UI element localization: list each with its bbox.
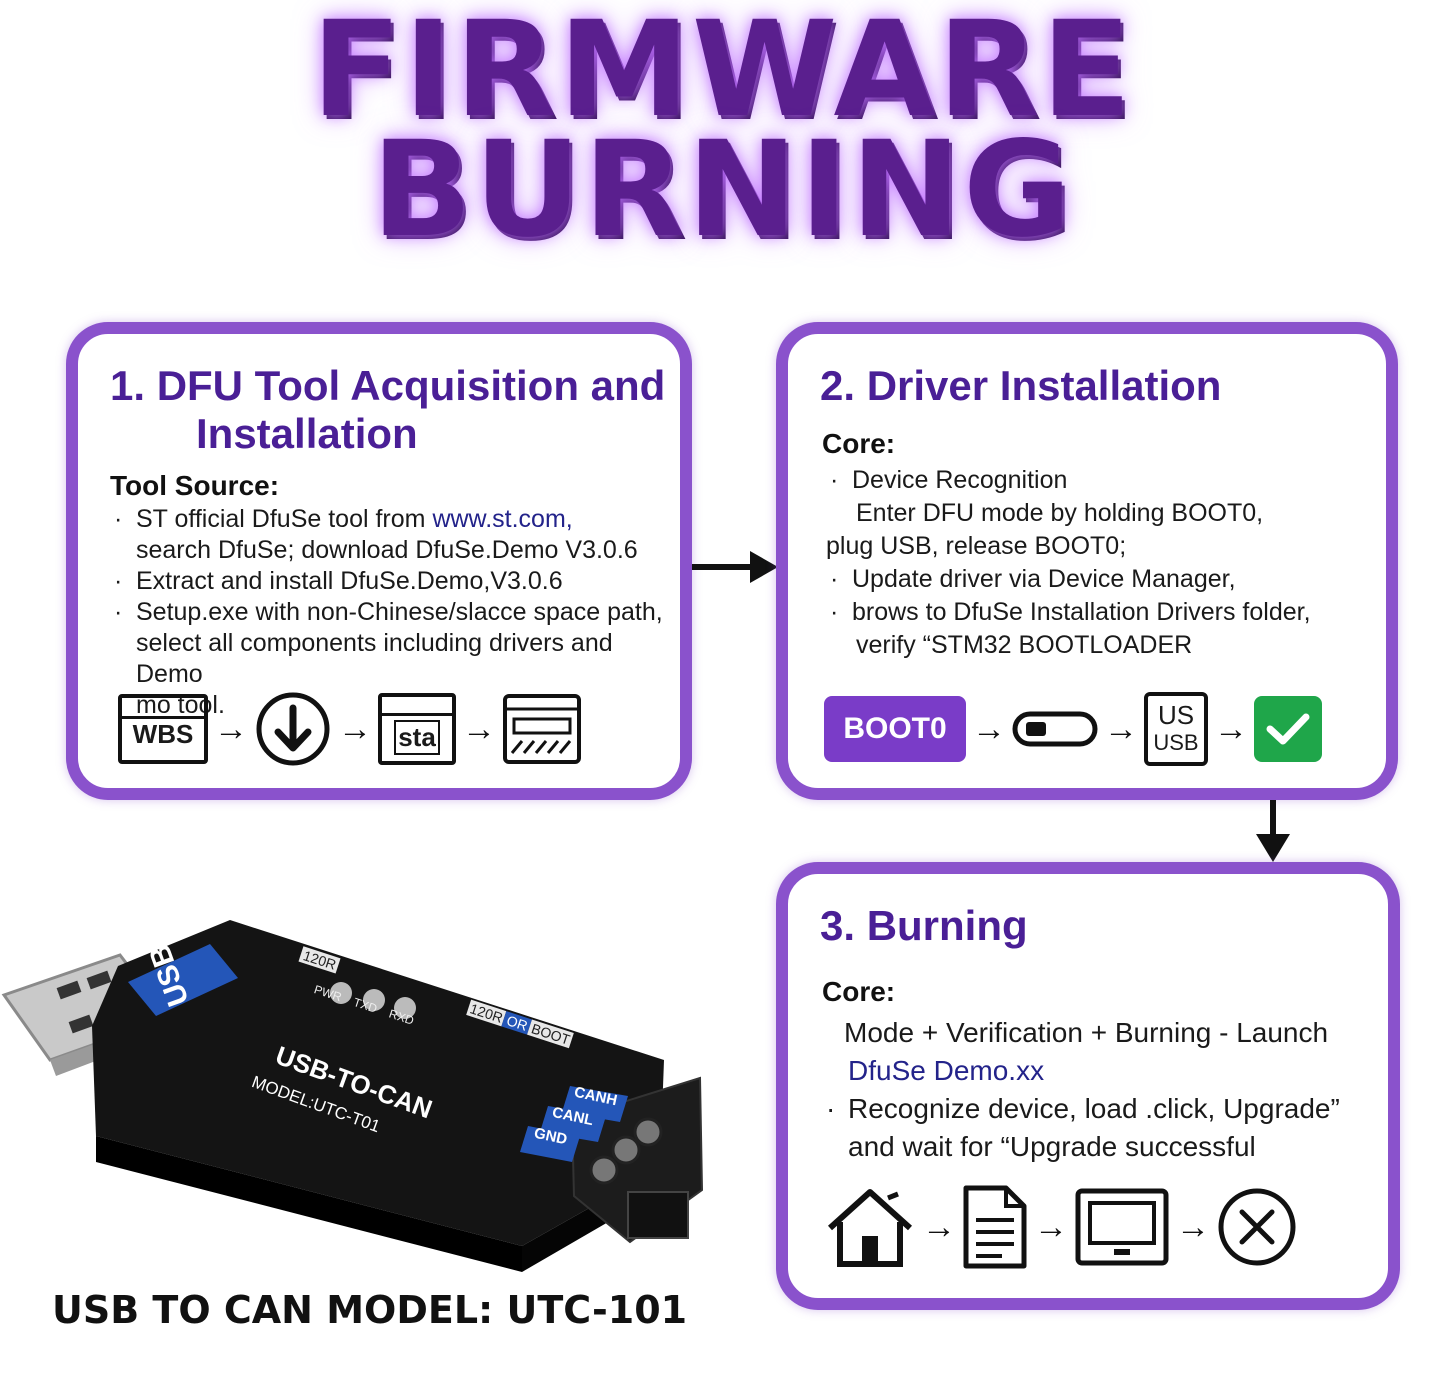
monitor-icon — [1074, 1187, 1170, 1267]
step1-heading-line1: 1. DFU Tool Acquisition and — [110, 362, 666, 409]
step1-heading-line2: Installation — [196, 410, 418, 457]
list-item: Mode + Verification + Burning - Launch — [844, 1017, 1329, 1048]
step2-icon-row: BOOT0 → → US USB → — [824, 692, 1322, 766]
arrow-icon: → — [1104, 709, 1138, 748]
usb-icon: US USB — [1144, 692, 1208, 766]
arrow-icon: → — [1214, 709, 1248, 748]
step3-card: 3. Burning Core: Mode + Verification + B… — [776, 862, 1400, 1310]
usb-stick-icon — [1012, 709, 1098, 749]
arrow-icon: → — [922, 1207, 956, 1246]
list-item: ·Recognize device, load .click, Upgrade” — [826, 1093, 1340, 1124]
flow-arrow-right-icon — [692, 551, 778, 583]
home-icon — [824, 1184, 916, 1270]
product-caption: USB TO CAN MODEL: UTC-101 — [52, 1288, 688, 1332]
page-title-line2: BURNING — [371, 113, 1074, 267]
step3-heading: 3. Burning — [820, 902, 1028, 949]
usb-to-can-device — [1, 920, 704, 1272]
step2-subheading: Core: — [822, 428, 896, 459]
list-item: verify “STM32 BOOTLOADER — [856, 631, 1193, 659]
list-item: ·Setup.exe with non-Chinese/slacce space… — [114, 598, 663, 626]
step1-card: 1. DFU Tool Acquisition and Installation… — [66, 322, 692, 800]
step2-list: ·Device Recognition Enter DFU mode by ho… — [826, 464, 1390, 662]
website-icon: WBS — [118, 694, 208, 764]
step1-subheading: Tool Source: — [110, 470, 280, 501]
list-item: DfuSe Demo.xx — [848, 1055, 1045, 1086]
close-circle-icon — [1216, 1186, 1298, 1268]
step2-card: 2. Driver Installation Core: ·Device Rec… — [776, 322, 1398, 800]
list-item: ·Device Recognition — [830, 466, 1068, 494]
device-body — [92, 920, 664, 1246]
list-item: search DfuSe; download DfuSe.Demo V3.0.6 — [136, 536, 638, 564]
download-icon — [254, 690, 332, 768]
step1-icon-row: WBS → → sta → — [118, 690, 582, 768]
list-item: plug USB, release BOOT0; — [826, 532, 1127, 560]
list-item: Enter DFU mode by holding BOOT0, — [856, 499, 1264, 527]
boot0-badge: BOOT0 — [824, 696, 966, 762]
installer-icon: sta — [378, 693, 456, 765]
list-item: ·Update driver via Device Manager, — [830, 565, 1236, 593]
step1-heading: 1. DFU Tool Acquisition and Installation — [110, 362, 665, 458]
arrow-icon: → — [462, 709, 496, 748]
list-item: and wait for “Upgrade successful — [848, 1131, 1256, 1162]
arrow-icon: → — [1034, 1207, 1068, 1246]
step2-heading: 2. Driver Installation — [820, 362, 1222, 409]
arrow-icon: → — [214, 709, 248, 748]
page-title-line1: FIRMWARE — [311, 0, 1134, 147]
list-item: select all components including drivers … — [136, 629, 613, 688]
step3-icon-row: → → → — [824, 1184, 1298, 1270]
list-item: ·ST official DfuSe tool from www.st.com, — [114, 505, 573, 533]
arrow-icon: → — [1176, 1207, 1210, 1246]
st-link[interactable]: www.st.com, — [432, 505, 573, 533]
flow-arrow-down-icon — [1256, 800, 1290, 862]
list-item: ·Extract and install DfuSe.Demo,V3.0.6 — [114, 567, 563, 595]
step3-subheading: Core: — [822, 976, 896, 1007]
document-icon — [962, 1184, 1028, 1270]
arrow-icon: → — [338, 709, 372, 748]
setup-window-icon — [502, 693, 582, 765]
step3-list: Mode + Verification + Burning - Launch D… — [826, 1014, 1406, 1166]
arrow-icon: → — [972, 709, 1006, 748]
list-item: ·brows to DfuSe Installation Drivers fol… — [830, 598, 1311, 626]
step1-list: ·ST official DfuSe tool from www.st.com,… — [114, 504, 674, 721]
check-icon — [1254, 696, 1322, 762]
